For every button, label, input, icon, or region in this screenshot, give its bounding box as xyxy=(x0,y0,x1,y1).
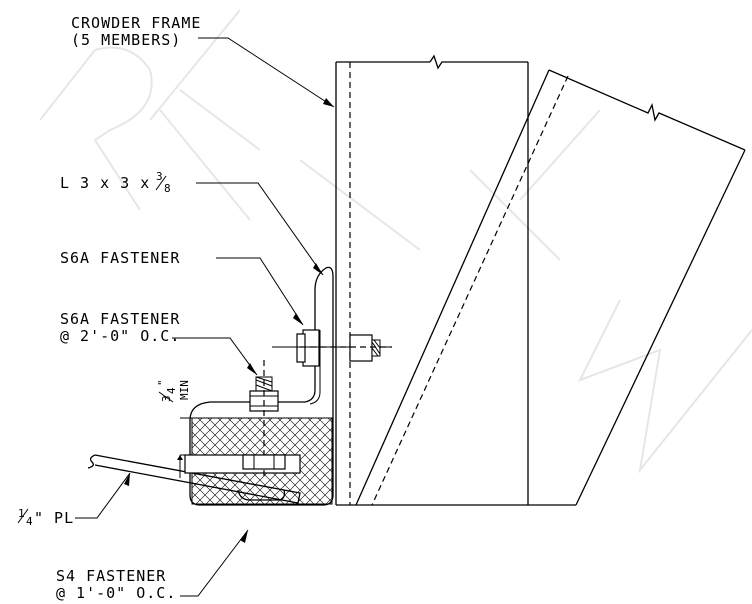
s6a-fastener-spaced-label-line2: @ 2'-0" O.C. xyxy=(60,327,180,345)
s6a-fastener-spaced-label-line1: S6A FASTENER xyxy=(60,310,180,328)
s4-fastener-label-line1: S4 FASTENER xyxy=(56,567,166,585)
svg-text:3: 3 xyxy=(156,170,163,183)
s4-fastener-label-line2: @ 1'-0" O.C. xyxy=(56,584,176,602)
leader-lines xyxy=(75,37,335,597)
svg-text:L 3 x 3 x: L 3 x 3 x xyxy=(60,174,150,192)
crowder-frame-sloped-member xyxy=(355,69,746,506)
crowder-frame-vertical-member xyxy=(335,54,576,506)
angle-section xyxy=(189,266,334,506)
svg-text:" PL: " PL xyxy=(34,509,74,527)
crowder-frame-label-line1: CROWDER FRAME xyxy=(71,14,201,32)
angle-label: L 3 x 3 x 3 8 xyxy=(60,170,171,195)
review-watermark xyxy=(39,9,752,474)
s6a-horizontal-fastener xyxy=(272,329,392,367)
s6a-fastener-label: S6A FASTENER xyxy=(60,249,180,267)
min-dimension-marker xyxy=(177,417,195,478)
svg-text:1: 1 xyxy=(18,507,25,520)
svg-text:3: 3 xyxy=(160,395,173,402)
svg-text:": " xyxy=(156,379,169,386)
crowder-frame-label-line2: (5 MEMBERS) xyxy=(71,31,181,49)
plate-label: 1 4 " PL xyxy=(17,507,74,528)
min-dimension-label: 3 4 " MIN xyxy=(156,379,191,403)
svg-text:4: 4 xyxy=(165,387,178,394)
s6a-vertical-fastener xyxy=(237,360,286,501)
svg-text:4: 4 xyxy=(26,515,33,528)
svg-text:8: 8 xyxy=(164,182,171,195)
svg-text:MIN: MIN xyxy=(178,380,191,400)
